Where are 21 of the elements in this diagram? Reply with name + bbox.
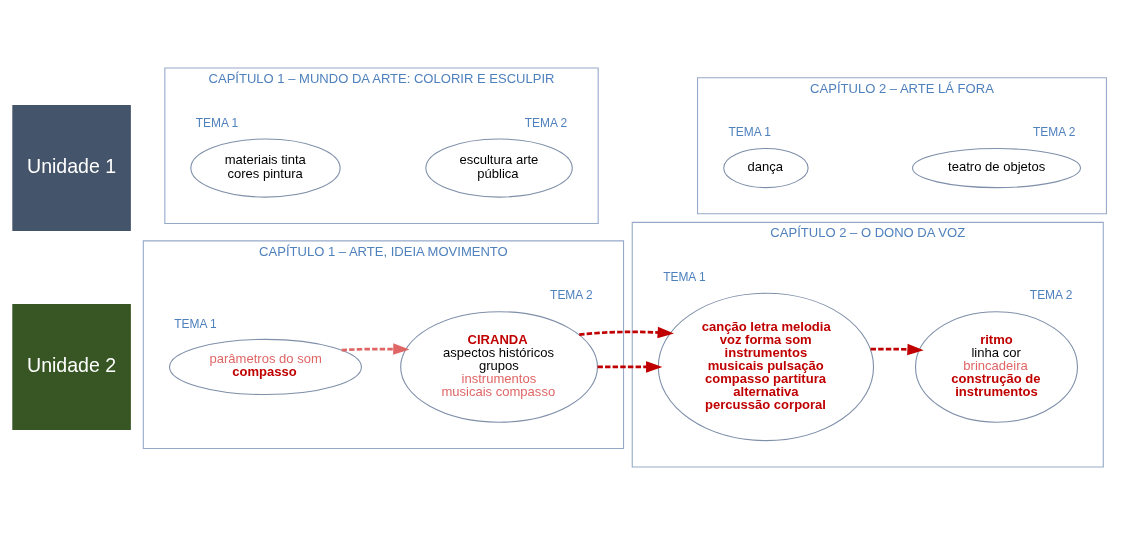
node-ellipse: ritmo linha cor brincadeira construção de instrumentos — [915, 310, 1078, 423]
arrow — [870, 343, 924, 355]
label: TEMA 2 — [1033, 124, 1076, 139]
node-box: Unidade 2 — [12, 303, 131, 430]
label: TEMA 2 — [550, 287, 593, 302]
label: TEMA 1 — [195, 115, 239, 130]
label: TEMA 1 — [663, 269, 706, 284]
arrow — [579, 326, 674, 338]
node-ellipse: escultura arte pública — [425, 137, 573, 198]
node-box: Unidade 1 — [12, 104, 131, 231]
node-ellipse: materiais tinta cores pintura — [190, 137, 341, 198]
label: TEMA 1 — [728, 124, 771, 139]
node-ellipse: parâmetros do som compasso — [169, 338, 362, 395]
node-ellipse: teatro de objetos — [911, 147, 1081, 188]
arrow — [597, 360, 663, 373]
label: TEMA 2 — [524, 115, 568, 130]
label: TEMA 2 — [1029, 287, 1073, 302]
arrow — [341, 342, 410, 355]
node-ellipse: CIRANDA aspectos históricos grupos instrumentos musicais compasso — [400, 310, 598, 423]
label: TEMA 1 — [174, 316, 217, 331]
node-ellipse: dança — [723, 147, 809, 188]
